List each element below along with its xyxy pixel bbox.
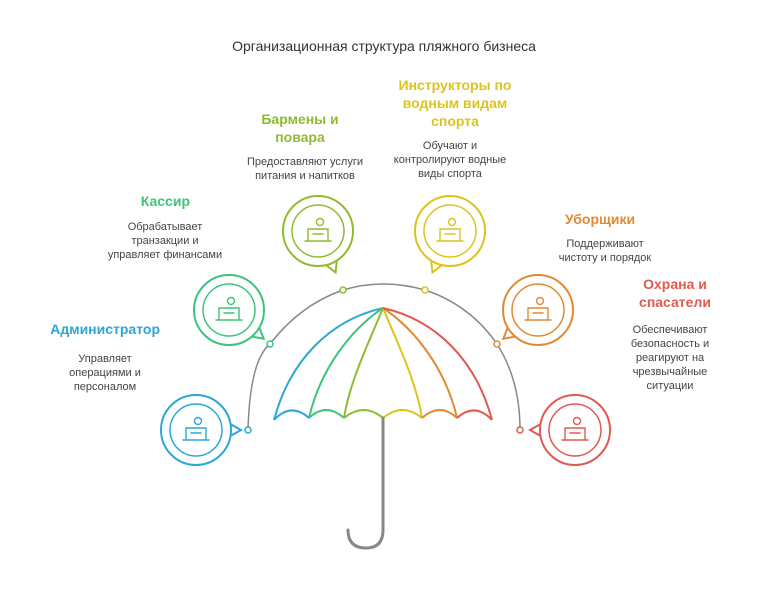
desc-line: Поддерживают	[566, 238, 644, 250]
desc-line: безопасность и	[630, 338, 710, 350]
title-line: Бармены и	[261, 111, 339, 127]
umbrella-handle	[346, 416, 385, 550]
connector-dot	[516, 426, 524, 434]
title-line: спорта	[431, 113, 479, 129]
connector-dot	[266, 340, 274, 348]
title-line: Инструкторы по	[398, 77, 512, 93]
windsurfer-icon	[436, 217, 464, 242]
page-title: Организационная структура пляжного бизне…	[232, 38, 536, 54]
desc-line: транзакции и	[131, 235, 199, 247]
desc-line: питания и напитков	[255, 170, 355, 182]
role-clean-title: Уборщики	[564, 211, 636, 227]
desc-line: персоналом	[73, 381, 137, 393]
desc-line: операциями и	[69, 367, 141, 379]
title-line: спасатели	[639, 294, 711, 310]
badge-outer-ring	[160, 394, 232, 466]
desc-line: виды спорта	[418, 168, 482, 180]
role-bar-title: Бармены и повара	[240, 110, 360, 146]
node-guard	[516, 394, 611, 466]
role-sport-title: Инструкторы по водным видам спорта	[385, 76, 525, 130]
badge-outer-ring	[282, 195, 354, 267]
reception-desk-icon	[182, 416, 210, 441]
connector-dot	[493, 340, 501, 348]
badge-inner-ring	[291, 204, 345, 258]
role-guard-title: Охрана и спасатели	[610, 275, 740, 311]
role-clean-desc: Поддерживают чистоту и порядок	[540, 237, 670, 265]
lifeguard-icon	[561, 416, 589, 441]
badge-outer-ring	[193, 274, 265, 346]
badge-inner-ring	[202, 283, 256, 337]
role-cashier-title: Кассир	[140, 193, 190, 209]
desc-line: Обеспечивают	[632, 324, 708, 336]
node-clean	[493, 274, 574, 348]
node-cashier	[193, 274, 274, 348]
node-admin	[160, 394, 252, 466]
role-sport-desc: Обучают и контролируют водные виды спорт…	[385, 139, 515, 181]
title-line: Охрана и	[643, 276, 707, 292]
badge-inner-ring	[511, 283, 565, 337]
node-sport	[414, 195, 486, 294]
umbrella-canopy	[273, 307, 493, 421]
desc-line: чистоту и порядок	[558, 252, 652, 264]
badge-inner-ring	[423, 204, 477, 258]
role-bar-desc: Предоставляют услуги питания и напитков	[240, 155, 370, 183]
badge-outer-ring	[414, 195, 486, 267]
desc-line: Обучают и	[422, 140, 478, 152]
desc-line: чрезвычайные	[632, 366, 708, 378]
connector-dot	[244, 426, 252, 434]
cash-register-icon	[215, 296, 243, 321]
role-cashier-desc: Обрабатывает транзакции и управляет фина…	[100, 220, 230, 262]
badge-outer-ring	[502, 274, 574, 346]
desc-line: управляет финансами	[107, 249, 223, 261]
role-admin-title: Администратор	[50, 321, 160, 337]
node-bar	[282, 195, 354, 294]
waiter-icon	[304, 217, 332, 242]
desc-line: Предоставляют услуги	[247, 156, 363, 168]
desc-line: контролируют водные	[393, 154, 507, 166]
role-admin-desc: Управляет операциями и персоналом	[40, 352, 170, 394]
connector-dot	[421, 286, 429, 294]
title-line: повара	[275, 129, 325, 145]
cleaner-icon	[524, 296, 552, 321]
desc-line: Обрабатывает	[127, 221, 203, 233]
desc-line: Управляет	[78, 353, 132, 365]
outer-arc	[247, 283, 521, 431]
role-guard-desc: Обеспечивают безопасность и реагируют на…	[600, 323, 740, 393]
desc-line: реагируют на	[635, 352, 705, 364]
badge-inner-ring	[548, 403, 602, 457]
title-line: водным видам	[402, 95, 508, 111]
badge-inner-ring	[169, 403, 223, 457]
desc-line: ситуации	[646, 380, 694, 392]
badge-outer-ring	[539, 394, 611, 466]
connector-dot	[339, 286, 347, 294]
